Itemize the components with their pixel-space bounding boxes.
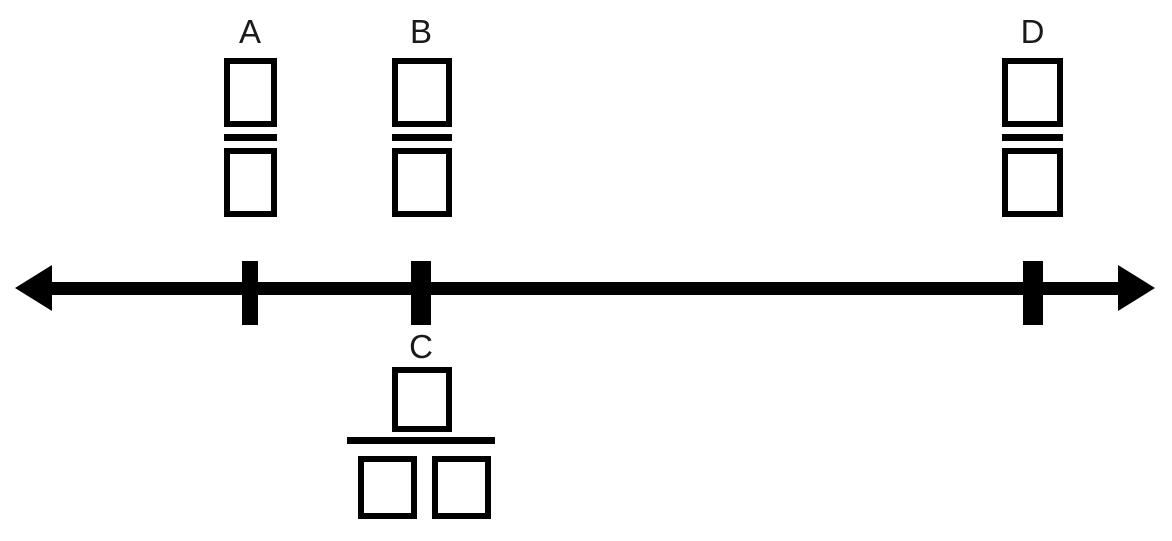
arrow-left-icon	[15, 265, 52, 311]
arrow-right-icon	[1118, 265, 1155, 311]
fraction-a-bar	[224, 134, 277, 141]
fraction-label-a: A	[238, 13, 261, 50]
fraction-d-bar	[1002, 134, 1063, 141]
fraction-b-bar	[392, 134, 452, 141]
fraction-label-c: C	[409, 328, 433, 365]
fraction-b-denominator-box	[392, 148, 452, 217]
tick-mark-d	[1023, 261, 1043, 325]
fraction-c-denominator-box-2	[432, 456, 491, 519]
fraction-label-d: D	[1020, 13, 1045, 50]
fraction-c-numerator-box	[392, 367, 452, 432]
fraction-c-bar	[347, 437, 495, 444]
fraction-label-b: B	[409, 13, 432, 50]
fraction-b-numerator-box	[392, 58, 452, 127]
fraction-a-denominator-box	[224, 148, 277, 217]
fraction-d-denominator-box	[1002, 148, 1063, 217]
fraction-d-numerator-box	[1002, 58, 1063, 127]
number-line-shaft	[30, 282, 1140, 295]
tick-mark-b	[411, 261, 431, 325]
fraction-c-denominator-box-1	[358, 456, 417, 519]
tick-mark-a	[242, 261, 258, 325]
fraction-a-numerator-box	[224, 58, 277, 127]
